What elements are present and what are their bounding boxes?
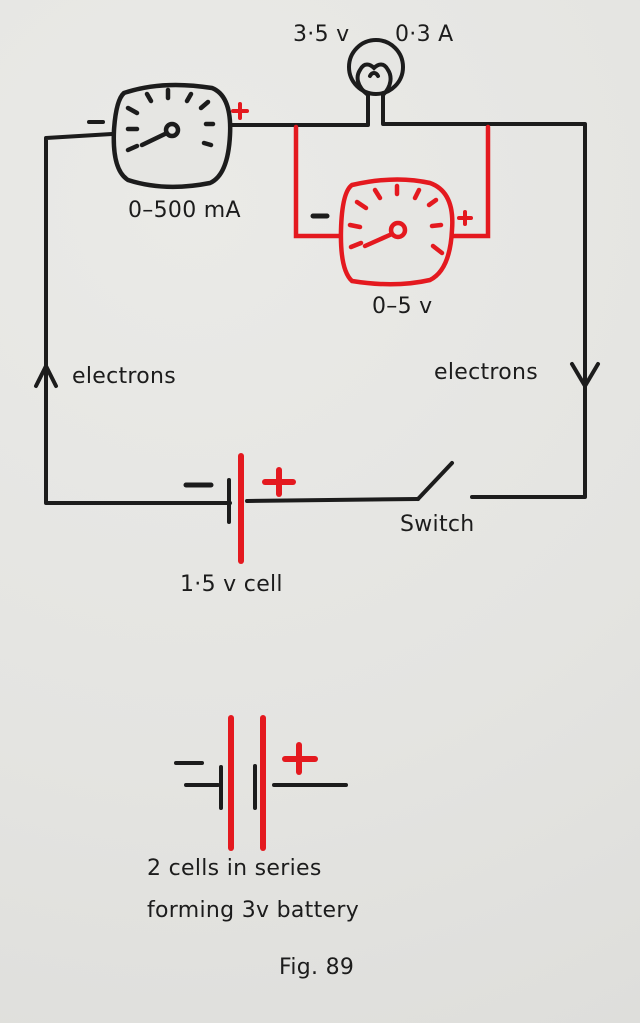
- wire-bottom: [245, 497, 420, 503]
- figure-caption: Fig. 89: [279, 955, 355, 980]
- wire-top-left: [225, 102, 370, 127]
- ammeter-icon: [111, 82, 233, 190]
- wire-left: [44, 132, 232, 505]
- switch-lever: [416, 461, 454, 501]
- battery-line1: 2 cells in series: [147, 856, 322, 881]
- lamp-icon: [347, 38, 405, 106]
- ammeter-range-label: 0–500 mA: [128, 198, 241, 223]
- voltmeter-icon: [293, 124, 491, 287]
- wire-top-right: [381, 102, 587, 499]
- electrons-right-label: electrons: [434, 360, 539, 385]
- voltmeter-wire-left: [293, 124, 344, 239]
- arrow-up-icon: [34, 364, 58, 388]
- battery-line2: forming 3v battery: [147, 898, 360, 923]
- electrons-left-label: electrons: [72, 364, 177, 389]
- lamp-current-label: 0·3 A: [395, 22, 454, 47]
- cell-label: 1·5 v cell: [180, 572, 283, 597]
- battery-icon: [174, 715, 348, 851]
- voltmeter-wire-right: [449, 124, 491, 239]
- arrow-down-icon: [570, 362, 600, 388]
- voltmeter-range-label: 0–5 v: [372, 294, 433, 319]
- cell-icon: [183, 453, 296, 564]
- lamp-voltage-label: 3·5 v: [293, 22, 350, 47]
- switch-label: Switch: [400, 512, 475, 537]
